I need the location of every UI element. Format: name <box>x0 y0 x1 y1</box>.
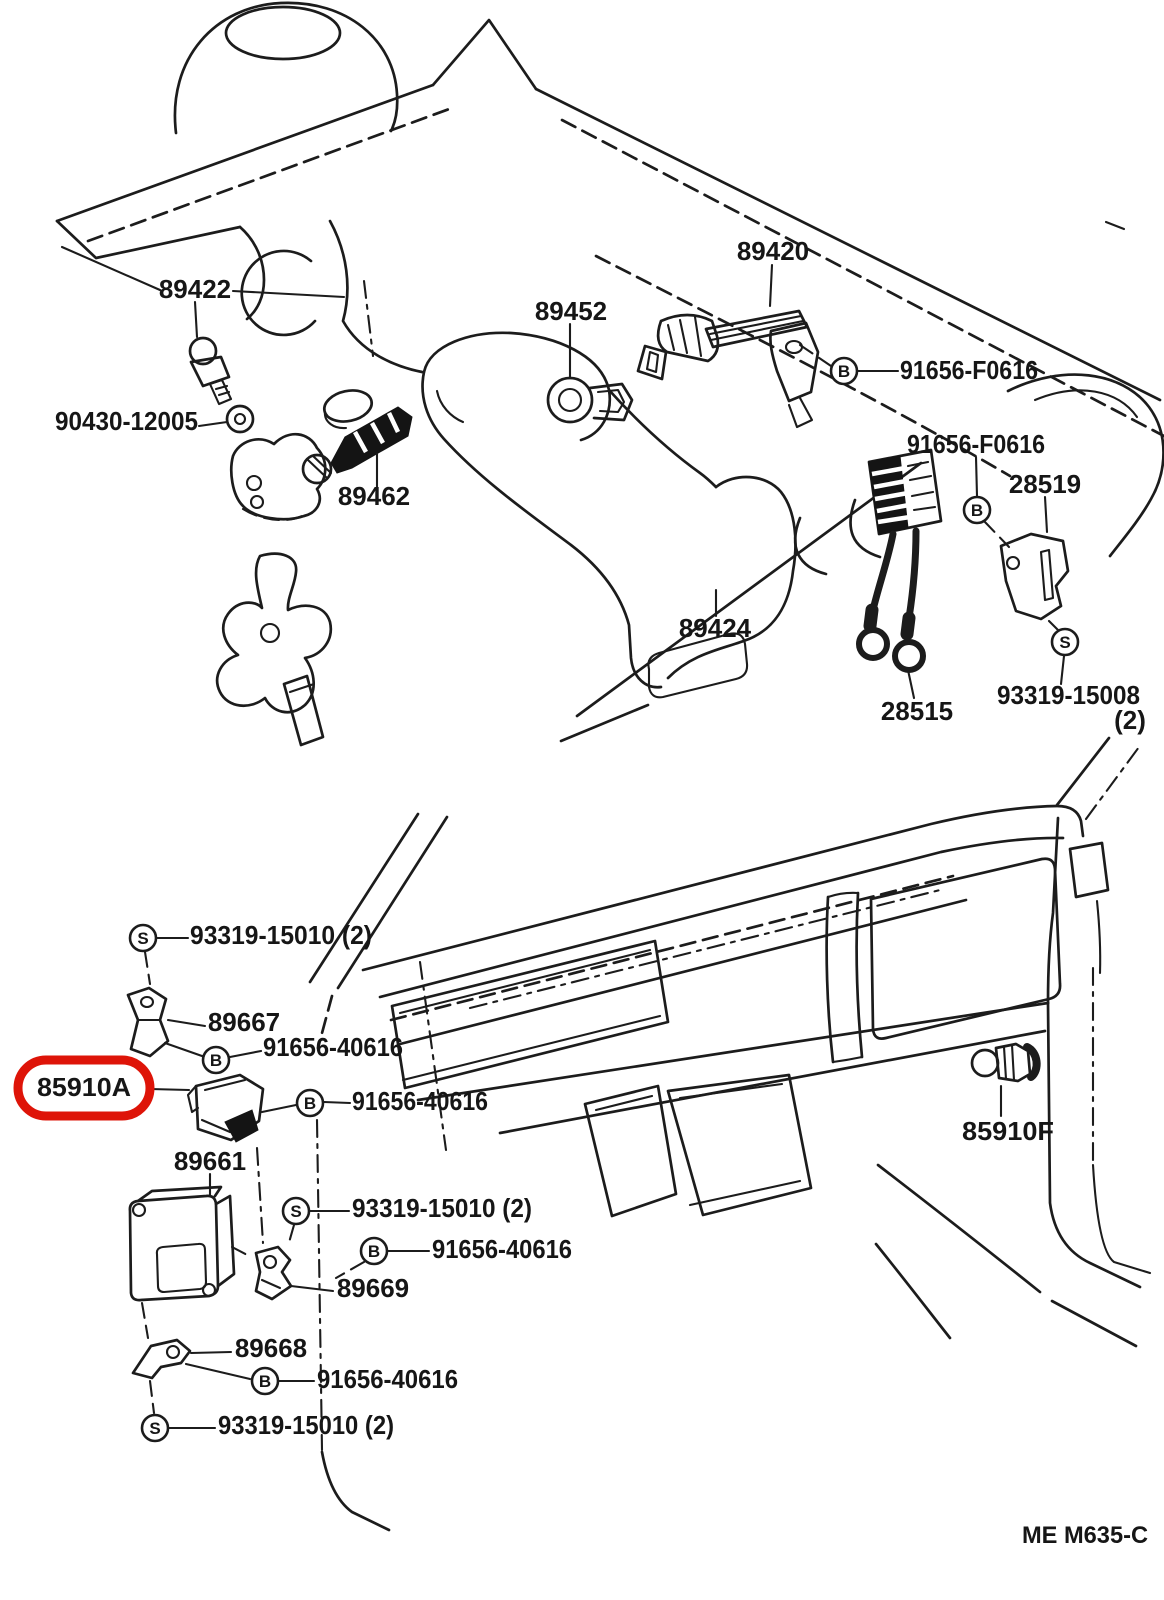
part-label-89661: 89661 <box>174 1146 246 1176</box>
fastener-circle-icon <box>359 1236 389 1266</box>
part-89661-ecu <box>128 1185 236 1302</box>
fastener-symbol-S-6: S <box>281 1196 311 1226</box>
fastener-circle-icon <box>295 1088 325 1118</box>
part-89667-bracket <box>126 986 170 1058</box>
fastener-circle-icon <box>281 1196 311 1226</box>
fastener-symbol-B-8: B <box>250 1366 280 1396</box>
fastener-letter: S <box>290 1202 301 1221</box>
fastener-letter: B <box>971 501 983 520</box>
part-28519-bracket <box>999 532 1070 621</box>
part-89422-sensor <box>188 336 233 406</box>
fastener-circle-icon <box>962 495 992 525</box>
part-label-89424: 89424 <box>679 613 752 643</box>
fastener-circle-icon <box>201 1045 231 1075</box>
part-label-93319-15008: 93319-15008 <box>997 680 1140 710</box>
dashboard-outline <box>308 736 1152 1532</box>
part-label-89462: 89462 <box>338 481 410 511</box>
part-28515-resistor-harness <box>856 448 943 673</box>
fastener-symbols: B B S S B B S B B S <box>128 356 1080 1443</box>
part-label-91656-40616: 91656-40616 <box>352 1086 488 1116</box>
part-label-28515: 28515 <box>881 696 953 726</box>
fastener-symbol-B-7: B <box>359 1236 389 1266</box>
part-label-93319-15010-2-: 93319-15010 (2) <box>352 1193 532 1223</box>
part-label-91656-40616: 91656-40616 <box>263 1032 403 1062</box>
cooling-fan <box>215 552 333 747</box>
part-89669-bracket <box>254 1245 293 1301</box>
highlight-oval-85910A <box>13 1055 155 1121</box>
fastener-letter: B <box>838 362 850 381</box>
part-label-90430-12005: 90430-12005 <box>55 406 198 436</box>
part-label-91656-40616: 91656-40616 <box>432 1234 572 1264</box>
fastener-symbol-B-1: B <box>962 495 992 525</box>
part-label-85910F: 85910F <box>962 1116 1054 1146</box>
fastener-symbol-B-0: B <box>829 356 859 386</box>
part-number-labels: 89422 90430-12005 89462 89452 89420 91656-F06… <box>37 236 1146 1440</box>
fastener-symbol-S-3: S <box>128 923 158 953</box>
part-label-91656-F0616: 91656-F0616 <box>907 429 1045 459</box>
fastener-symbol-S-2: S <box>1050 627 1080 657</box>
fastener-letter: B <box>210 1051 222 1070</box>
part-label-89668: 89668 <box>235 1333 307 1363</box>
fastener-letter: B <box>368 1242 380 1261</box>
fastener-symbol-B-5: B <box>295 1088 325 1118</box>
part-label-89669: 89669 <box>337 1273 409 1303</box>
fastener-circle-icon <box>128 923 158 953</box>
part-89420-sensor-bracket <box>636 309 820 429</box>
fastener-letter: B <box>304 1094 316 1113</box>
fastener-letter: S <box>1059 633 1070 652</box>
fastener-symbol-B-4: B <box>201 1045 231 1075</box>
part-89668-bracket <box>131 1338 192 1380</box>
part-label-93319-15010-2-: 93319-15010 (2) <box>190 920 372 950</box>
fastener-circle-icon <box>140 1413 170 1443</box>
part-label-28519: 28519 <box>1009 469 1081 499</box>
fastener-symbol-S-9: S <box>140 1413 170 1443</box>
part-85910A-relay <box>186 1073 265 1143</box>
part-89462-sensor <box>229 389 413 522</box>
fastener-circle-icon <box>829 356 859 386</box>
fastener-letter: S <box>149 1419 160 1438</box>
part-label-91656-F0616: 91656-F0616 <box>900 355 1038 385</box>
part-label-93319-15010-2-: 93319-15010 (2) <box>218 1410 394 1440</box>
part-label--2-: (2) <box>1114 705 1146 735</box>
part-label-89667: 89667 <box>208 1007 280 1037</box>
fastener-letter: B <box>259 1372 271 1391</box>
fastener-letter: S <box>137 929 148 948</box>
part-label-89420: 89420 <box>737 236 809 266</box>
part-label-89422: 89422 <box>159 274 231 304</box>
intake-duct <box>421 331 797 699</box>
footer-drawing-code: ME M635-C <box>1022 1522 1148 1549</box>
leader-lines <box>140 263 1066 1452</box>
part-90430-gasket <box>225 404 255 434</box>
fastener-circle-icon <box>1050 627 1080 657</box>
engine-compartment-outline <box>55 1 1164 743</box>
fastener-circle-icon <box>250 1366 280 1396</box>
part-label-91656-40616: 91656-40616 <box>317 1364 458 1394</box>
part-85910F-sensor <box>970 1042 1041 1083</box>
part-label-85910A: 85910A <box>37 1072 131 1102</box>
part-label-89452: 89452 <box>535 296 607 326</box>
